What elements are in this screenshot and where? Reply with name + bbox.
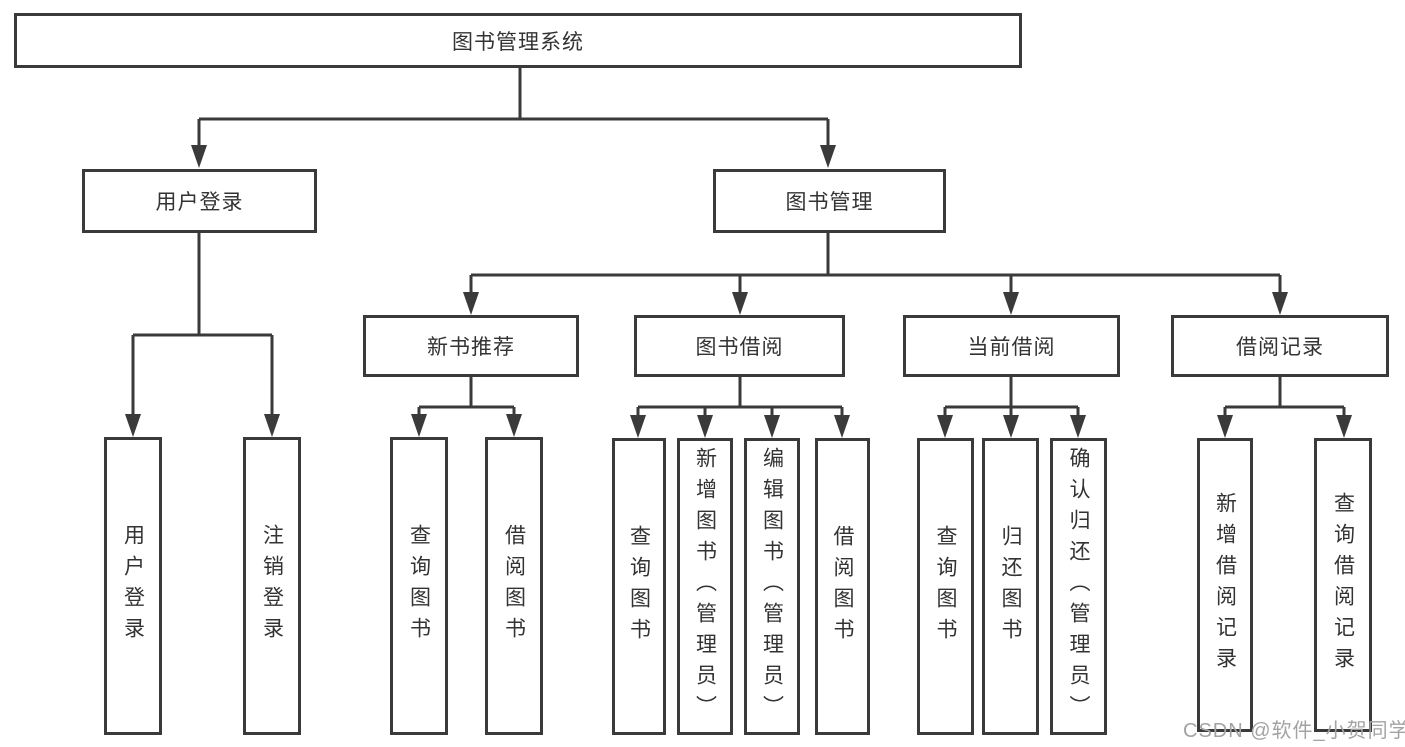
leaf-user-login: 用户登录 bbox=[104, 437, 162, 735]
leaf-borrow-books-borrowing: 借阅图书 bbox=[815, 438, 870, 735]
leaf-borrow-books-recommend: 借阅图书 bbox=[485, 437, 543, 735]
leaf-query-books-recommend-label: 查询图书 bbox=[407, 524, 431, 648]
leaf-add-books-admin-label: 新增图书（管理员） bbox=[693, 447, 717, 726]
node-library-management-system: 图书管理系统 bbox=[14, 13, 1022, 68]
leaf-edit-books-admin-label: 编辑图书（管理员） bbox=[760, 447, 784, 726]
leaf-query-books-recommend: 查询图书 bbox=[390, 437, 448, 735]
leaf-logout-label: 注销登录 bbox=[260, 524, 284, 648]
leaf-add-borrow-record-label: 新增借阅记录 bbox=[1213, 492, 1237, 678]
leaf-edit-books-admin: 编辑图书（管理员） bbox=[744, 438, 800, 735]
arrowheads bbox=[125, 145, 1352, 438]
leaf-query-books-borrowing-label: 查询图书 bbox=[627, 524, 651, 649]
leaf-query-books-borrowing: 查询图书 bbox=[612, 438, 666, 735]
leaf-add-books-admin: 新增图书（管理员） bbox=[677, 438, 733, 735]
leaf-query-books-current-label: 查询图书 bbox=[934, 524, 957, 649]
leaf-confirm-return-admin: 确认归还（管理员） bbox=[1050, 438, 1107, 735]
node-new-book-recommendation: 新书推荐 bbox=[363, 315, 579, 377]
leaf-user-login-label: 用户登录 bbox=[121, 524, 145, 648]
node-book-borrowing: 图书借阅 bbox=[634, 315, 845, 377]
leaf-query-books-current: 查询图书 bbox=[917, 438, 974, 735]
leaf-logout: 注销登录 bbox=[243, 437, 301, 735]
node-current-borrowing: 当前借阅 bbox=[903, 315, 1120, 377]
leaf-query-borrow-record-label: 查询借阅记录 bbox=[1331, 492, 1355, 678]
csdn-watermark: CSDN @软件_小贺同学 bbox=[1183, 720, 1405, 742]
leaf-return-books: 归还图书 bbox=[982, 438, 1039, 735]
leaf-confirm-return-admin-label: 确认归还（管理员） bbox=[1067, 447, 1090, 726]
leaf-borrow-books-recommend-label: 借阅图书 bbox=[502, 524, 526, 648]
leaf-return-books-label: 归还图书 bbox=[999, 524, 1022, 649]
node-borrowing-records: 借阅记录 bbox=[1171, 315, 1389, 377]
leaf-query-borrow-record: 查询借阅记录 bbox=[1314, 438, 1372, 732]
leaf-borrow-books-borrowing-label: 借阅图书 bbox=[831, 524, 854, 649]
leaf-add-borrow-record: 新增借阅记录 bbox=[1197, 438, 1253, 732]
node-book-management: 图书管理 bbox=[713, 169, 946, 233]
node-user-login: 用户登录 bbox=[82, 169, 317, 233]
